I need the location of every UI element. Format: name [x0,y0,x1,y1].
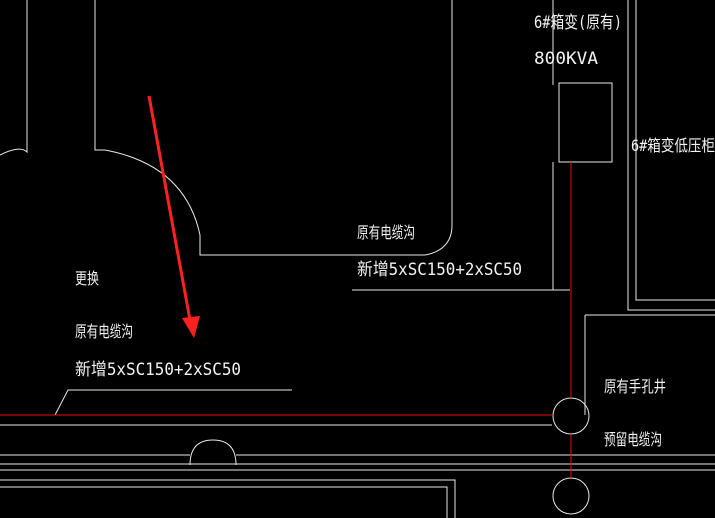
road-edge-lines [0,454,715,471]
bottom-lines [0,479,456,518]
cable-route [0,162,572,478]
right-wall-inner [627,0,715,311]
transformer-name-label: 6#箱变(原有) [534,13,622,33]
handhole-enclosure [584,314,715,415]
arrow-shaft [147,95,192,321]
left-curved-wall [0,0,28,156]
handhole-well-lower [552,477,590,515]
add-cable-left-label: 新增5xSC150+2xSC50 [75,360,241,380]
trench-right-label: 原有电缆沟 [357,223,415,242]
left-building-outline [94,0,453,256]
handhole-label: 原有手孔井 [604,377,666,396]
arrow-head [182,316,200,338]
transformer-box [558,82,613,163]
bottom-arc [189,439,237,466]
replace-label: 更换 [75,269,99,288]
lv-cabinet-label: 6#箱变低压柜 [631,136,715,155]
trench-left-label: 原有电缆沟 [75,322,133,341]
transformer-capacity-label: 800KVA [534,49,598,69]
reserved-trench-label: 预留电缆沟 [604,430,662,449]
handhole-well-upper [552,397,590,435]
annotation-arrow [147,95,200,338]
add-cable-right-label: 新增5xSC150+2xSC50 [357,260,522,280]
left-label-leader [54,389,292,416]
labels: 6#箱变(原有) 800KVA 6#箱变低压柜 更换 原有电缆沟 新增5xSC1… [75,13,715,449]
